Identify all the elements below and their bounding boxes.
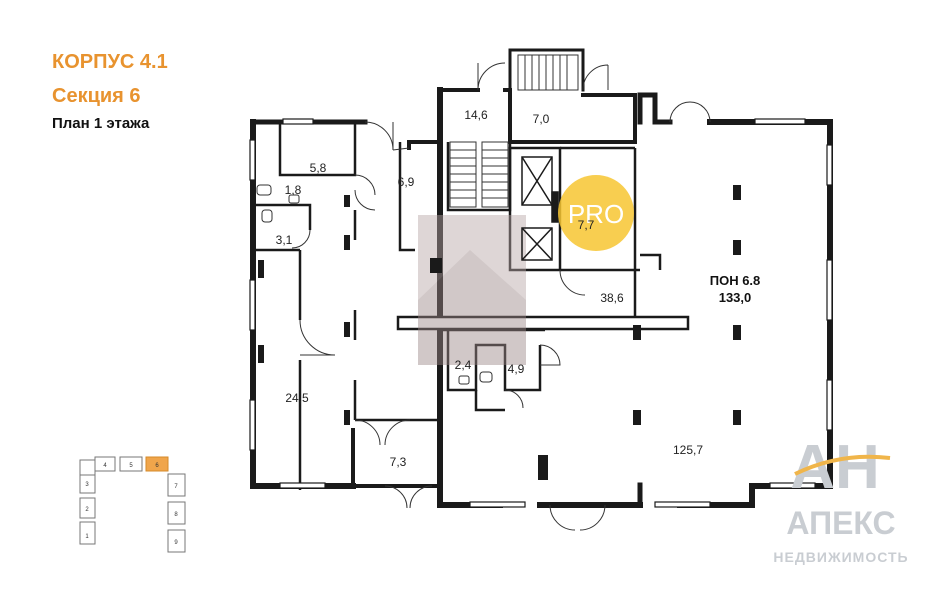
key-plan-section-current: 6 <box>155 463 159 469</box>
logo-swoosh <box>794 454 891 476</box>
key-plan-section: 2 <box>85 507 89 513</box>
room-label: 7,0 <box>533 112 550 126</box>
key-plan-section: 1 <box>85 534 89 540</box>
key-plan-section: 3 <box>85 482 89 488</box>
corridor-shading <box>418 215 526 365</box>
key-plan-labels: 1 2 3 4 5 6 7 8 9 <box>85 463 178 546</box>
fixtures <box>256 184 493 385</box>
room-label: 7,7 <box>578 218 595 232</box>
columns <box>258 185 741 480</box>
room-label: 38,6 <box>600 291 624 305</box>
logo-subtitle: НЕДВИЖИМОСТЬ <box>773 549 908 565</box>
doors <box>291 62 711 531</box>
building-title: КОРПУС 4.1 <box>52 51 168 73</box>
beam <box>396 315 690 331</box>
room-label: 7,3 <box>390 455 407 469</box>
windows <box>249 118 833 508</box>
key-plan-section: 4 <box>103 463 107 469</box>
key-plan-section: 5 <box>129 463 133 469</box>
commercial-unit-area: 133,0 <box>719 290 752 305</box>
floor-plan-title: План 1 этажа <box>52 115 150 132</box>
logo-name: АПЕКС <box>786 505 895 541</box>
room-label: 6,9 <box>398 175 415 189</box>
room-label: 4,9 <box>508 362 525 376</box>
room-label: 14,6 <box>464 108 488 122</box>
room-label: 5,8 <box>310 161 327 175</box>
room-label: 1,8 <box>285 183 302 197</box>
room-label: 2,4 <box>455 358 472 372</box>
commercial-unit-label: ПОН 6.8 <box>710 273 761 288</box>
key-plan <box>79 456 186 553</box>
room-label: 3,1 <box>276 233 293 247</box>
key-plan-section: 7 <box>174 484 178 490</box>
room-label: 24,5 <box>285 391 309 405</box>
stairs <box>449 54 579 208</box>
key-plan-section: 9 <box>174 540 178 546</box>
logo-mark: АН <box>790 433 880 502</box>
room-label: 125,7 <box>673 443 703 457</box>
pro-badge <box>558 175 634 251</box>
key-plan-section: 8 <box>174 512 178 518</box>
pro-badge-text: PRO <box>568 199 624 229</box>
elevators <box>521 156 559 261</box>
agency-logo: АН АПЕКС НЕДВИЖИМОСТЬ <box>773 433 908 565</box>
section-title: Секция 6 <box>52 85 141 107</box>
